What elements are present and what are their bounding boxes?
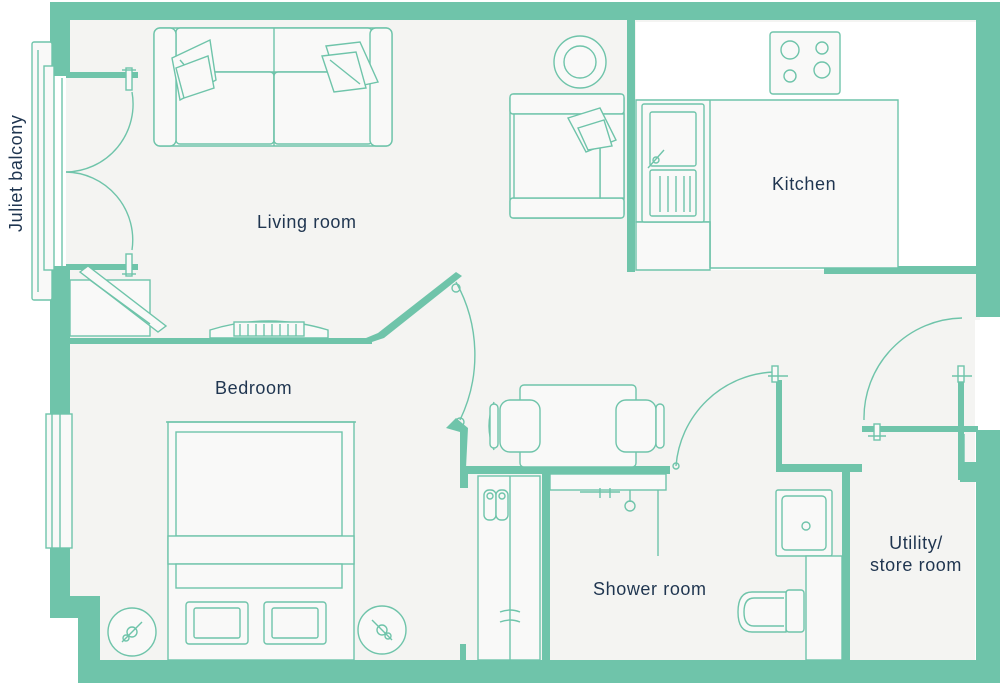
- pillow-icon: [171, 38, 217, 102]
- radiator-icon: [209, 320, 329, 339]
- chair-icon: [488, 399, 541, 453]
- window-icon: [45, 413, 73, 549]
- round-table-icon: [553, 35, 607, 89]
- juliet-balcony-label: Juliet balcony: [6, 114, 26, 232]
- juliet-balcony-window-icon: [31, 41, 55, 301]
- walls: [50, 2, 1000, 683]
- kitchen-sink-icon: [641, 103, 705, 223]
- living-room-label: Living room: [257, 212, 357, 232]
- kitchen-label: Kitchen: [772, 174, 837, 194]
- shower-room-label: Shower room: [593, 579, 707, 599]
- shoes-icon: [483, 489, 509, 521]
- utility-label-line1: Utility/: [889, 533, 943, 553]
- toilet-icon: [737, 555, 843, 661]
- basin-icon: [775, 489, 833, 557]
- utility-store-room-label: Utility/ store room: [866, 532, 966, 576]
- armchair-icon: [509, 93, 625, 219]
- shower-tray-icon: [549, 473, 667, 556]
- bedroom-label: Bedroom: [215, 378, 293, 398]
- utility-label-line2: store room: [869, 555, 963, 575]
- hob-icon: [769, 31, 841, 95]
- door-swing-icon: [863, 317, 972, 470]
- bedside-lamp-icon: [107, 607, 157, 657]
- pillow-icon: [263, 601, 327, 645]
- chair-icon: [615, 399, 665, 453]
- pillow-icon: [321, 41, 379, 93]
- pillow-icon: [185, 601, 249, 645]
- door-swing-icon: [672, 365, 788, 470]
- door-swing-icon: [451, 281, 476, 427]
- bedside-lamp-icon: [357, 605, 407, 655]
- door-swing-icon: [61, 67, 136, 277]
- storage-cupboard: [69, 265, 168, 337]
